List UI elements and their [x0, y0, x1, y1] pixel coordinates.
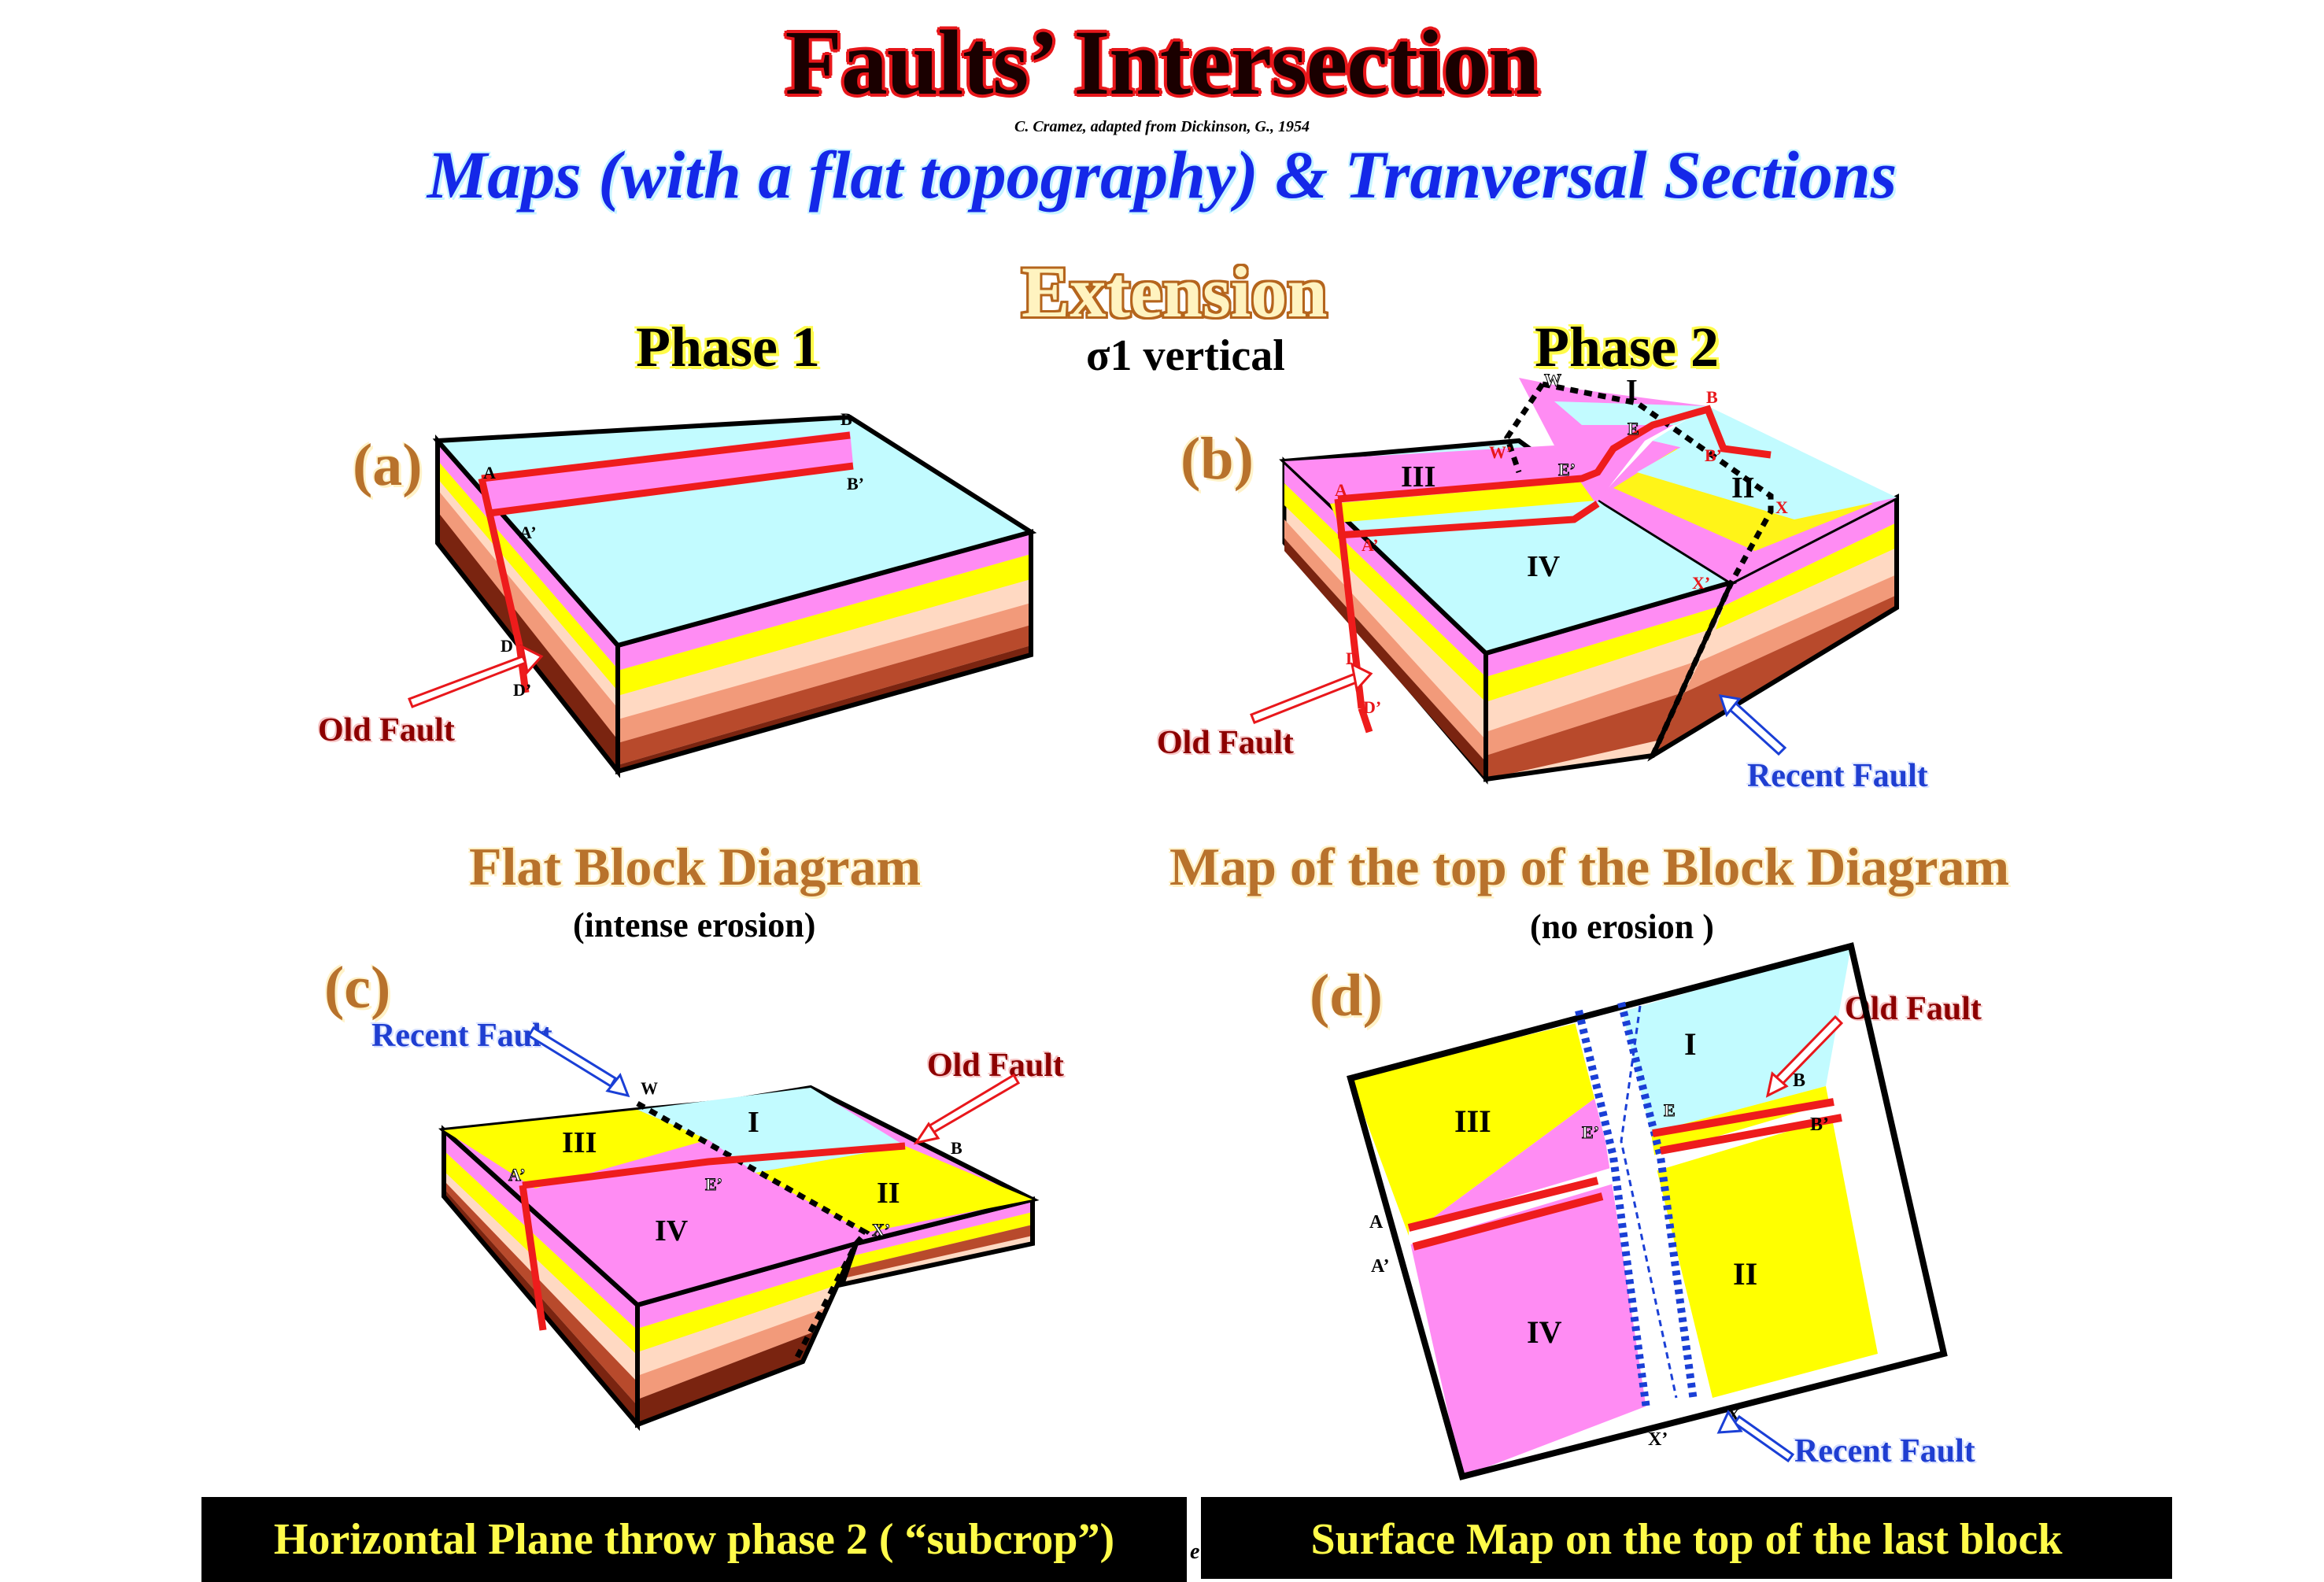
old-fault-label-a: Old Fault	[318, 712, 455, 748]
svg-text:B: B	[1793, 1070, 1805, 1091]
caption-right: Surface Map on the top of the last block	[1201, 1497, 2172, 1579]
svg-text:W’: W’	[1489, 442, 1512, 462]
svg-text:I: I	[1684, 1026, 1697, 1062]
old-fault-label-c: Old Fault	[927, 1048, 1064, 1084]
svg-text:E: E	[1664, 1100, 1676, 1120]
svg-text:II: II	[877, 1177, 900, 1210]
regime-label: Extension	[1022, 252, 1328, 332]
map-note: (no erosion )	[1530, 907, 1714, 946]
svg-text:B: B	[841, 409, 852, 429]
svg-text:A: A	[1335, 480, 1347, 500]
panel-b-letter: (b)	[1180, 426, 1254, 492]
panel-d-letter: (d)	[1310, 963, 1383, 1029]
phase-2-label: Phase 2	[1535, 316, 1719, 379]
stress-label: σ1 vertical	[1086, 331, 1285, 380]
flat-block-heading: Flat Block Diagram	[469, 837, 922, 896]
svg-text:D’: D’	[513, 680, 531, 700]
svg-text:A’: A’	[1371, 1256, 1390, 1277]
svg-text:I: I	[748, 1106, 759, 1139]
page-subtitle: Maps (with a flat topography) & Tranvers…	[427, 137, 1897, 213]
map-diagram-d: I III II IV B B’ A A’ E’ E X X’	[1347, 942, 1948, 1480]
svg-text:III: III	[1454, 1103, 1491, 1139]
svg-text:I: I	[1626, 374, 1638, 407]
svg-text:B’: B’	[1810, 1114, 1829, 1135]
svg-text:II: II	[1733, 1256, 1757, 1292]
svg-text:X: X	[1775, 497, 1788, 517]
svg-text:X’: X’	[872, 1220, 890, 1240]
recent-fault-label-b: Recent Fault	[1747, 758, 1928, 794]
svg-text:III: III	[1401, 460, 1435, 493]
caption-left: Horizontal Plane throw phase 2 ( “subcro…	[201, 1497, 1187, 1582]
svg-text:A’: A’	[519, 523, 537, 542]
svg-text:E’: E’	[1558, 460, 1576, 479]
panel-a-letter: (a)	[353, 432, 423, 498]
svg-text:E’: E’	[1582, 1122, 1599, 1142]
page-title: Faults’ Intersection	[785, 11, 1540, 114]
svg-text:A’: A’	[508, 1165, 526, 1185]
svg-text:W: W	[641, 1078, 658, 1098]
svg-text:X’: X’	[1692, 573, 1710, 593]
svg-text:D: D	[501, 636, 513, 656]
credit-line: C. Cramez, adapted from Dickinson, G., 1…	[1014, 118, 1310, 135]
svg-text:IV: IV	[1527, 550, 1561, 583]
phase-1-label: Phase 1	[636, 316, 820, 379]
svg-text:III: III	[562, 1126, 597, 1159]
recent-fault-label-d: Recent Fault	[1794, 1433, 1975, 1469]
svg-text:A’: A’	[1362, 535, 1379, 555]
stray-letter: e	[1190, 1539, 1200, 1564]
svg-text:B’: B’	[1705, 445, 1722, 465]
old-fault-label-b: Old Fault	[1157, 725, 1294, 761]
recent-fault-label-c: Recent Fault	[371, 1018, 552, 1054]
map-heading: Map of the top of the Block Diagram	[1169, 837, 2010, 896]
svg-text:B’: B’	[847, 474, 864, 493]
svg-text:D’: D’	[1363, 697, 1381, 717]
block-diagram-a: B B’ A A’ D D’	[408, 409, 1037, 778]
flat-block-note: (intense erosion)	[573, 906, 816, 944]
svg-text:B: B	[1706, 387, 1718, 407]
block-diagram-b: III I II IV W W’ E E’ B B’ A A’ X X’ D D…	[1250, 370, 1899, 785]
svg-text:X’: X’	[1648, 1429, 1668, 1450]
svg-text:IV: IV	[1527, 1314, 1562, 1350]
svg-text:E’: E’	[705, 1174, 722, 1194]
svg-text:IV: IV	[655, 1214, 689, 1247]
block-diagram-c: III I II IV W E’ X’ A’ B	[438, 1026, 1040, 1432]
panel-c-letter: (c)	[324, 955, 391, 1021]
svg-text:II: II	[1731, 471, 1755, 505]
svg-text:E: E	[1628, 419, 1639, 438]
svg-text:B: B	[951, 1138, 962, 1158]
svg-text:A: A	[1369, 1212, 1384, 1233]
svg-text:W: W	[1544, 370, 1561, 390]
svg-text:A: A	[483, 463, 496, 482]
svg-text:D: D	[1346, 649, 1358, 668]
